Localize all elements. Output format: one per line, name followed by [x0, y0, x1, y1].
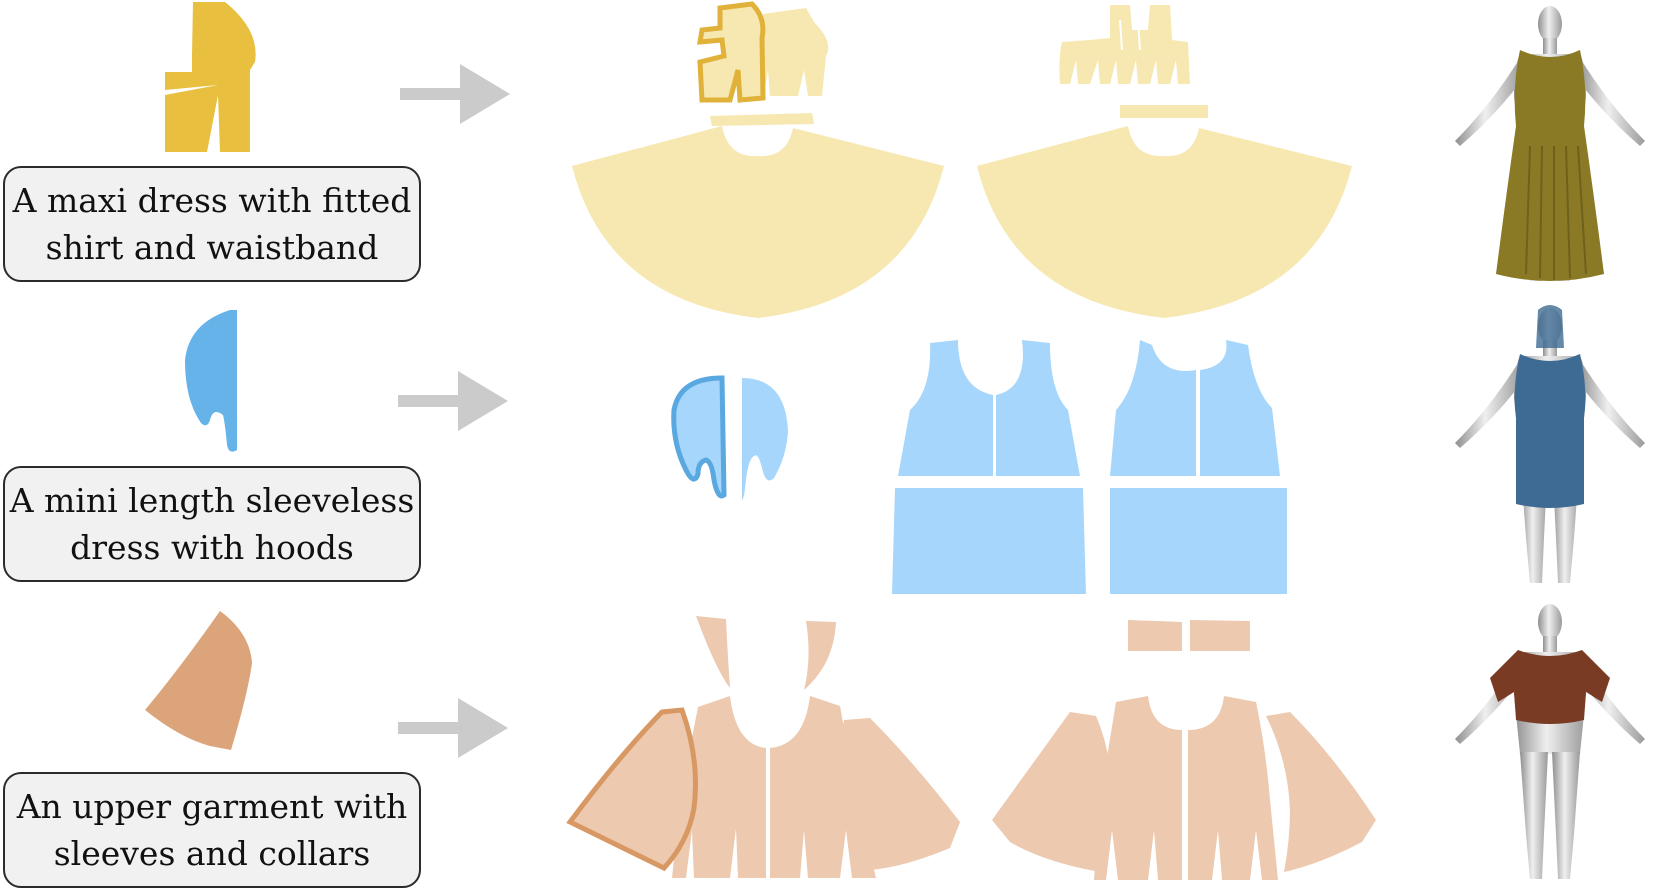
caption-box-row-1: A maxi dress with fitted shirt and waist…	[3, 166, 421, 282]
caption-row-1: A maxi dress with fitted shirt and waist…	[12, 181, 412, 267]
completed-pattern-row-2-b	[892, 340, 1287, 594]
caption-row-2: A mini length sleeveless dress with hood…	[9, 481, 415, 567]
input-panel-row-3	[145, 611, 252, 750]
caption-box-row-3: An upper garment with sleeves and collar…	[3, 772, 421, 888]
input-panel-row-1	[165, 2, 256, 152]
completed-pattern-row-3-a	[566, 616, 960, 878]
arrow-icon-row-2	[398, 371, 508, 431]
caption-row-3: An upper garment with sleeves and collar…	[16, 787, 408, 873]
completed-pattern-row-1-a	[572, 1, 944, 318]
input-panel-row-2	[185, 310, 237, 452]
mannequin-row-3	[1455, 604, 1645, 879]
mannequin-row-1	[1455, 6, 1645, 281]
completed-pattern-row-3-b	[992, 620, 1376, 880]
caption-box-row-2: A mini length sleeveless dress with hood…	[3, 466, 421, 582]
arrow-icon-row-1	[400, 64, 510, 124]
completed-pattern-row-2-a	[671, 375, 788, 500]
arrow-icon-row-3	[398, 698, 508, 758]
mannequin-row-2	[1455, 305, 1645, 583]
completed-pattern-row-1-b	[977, 5, 1352, 318]
